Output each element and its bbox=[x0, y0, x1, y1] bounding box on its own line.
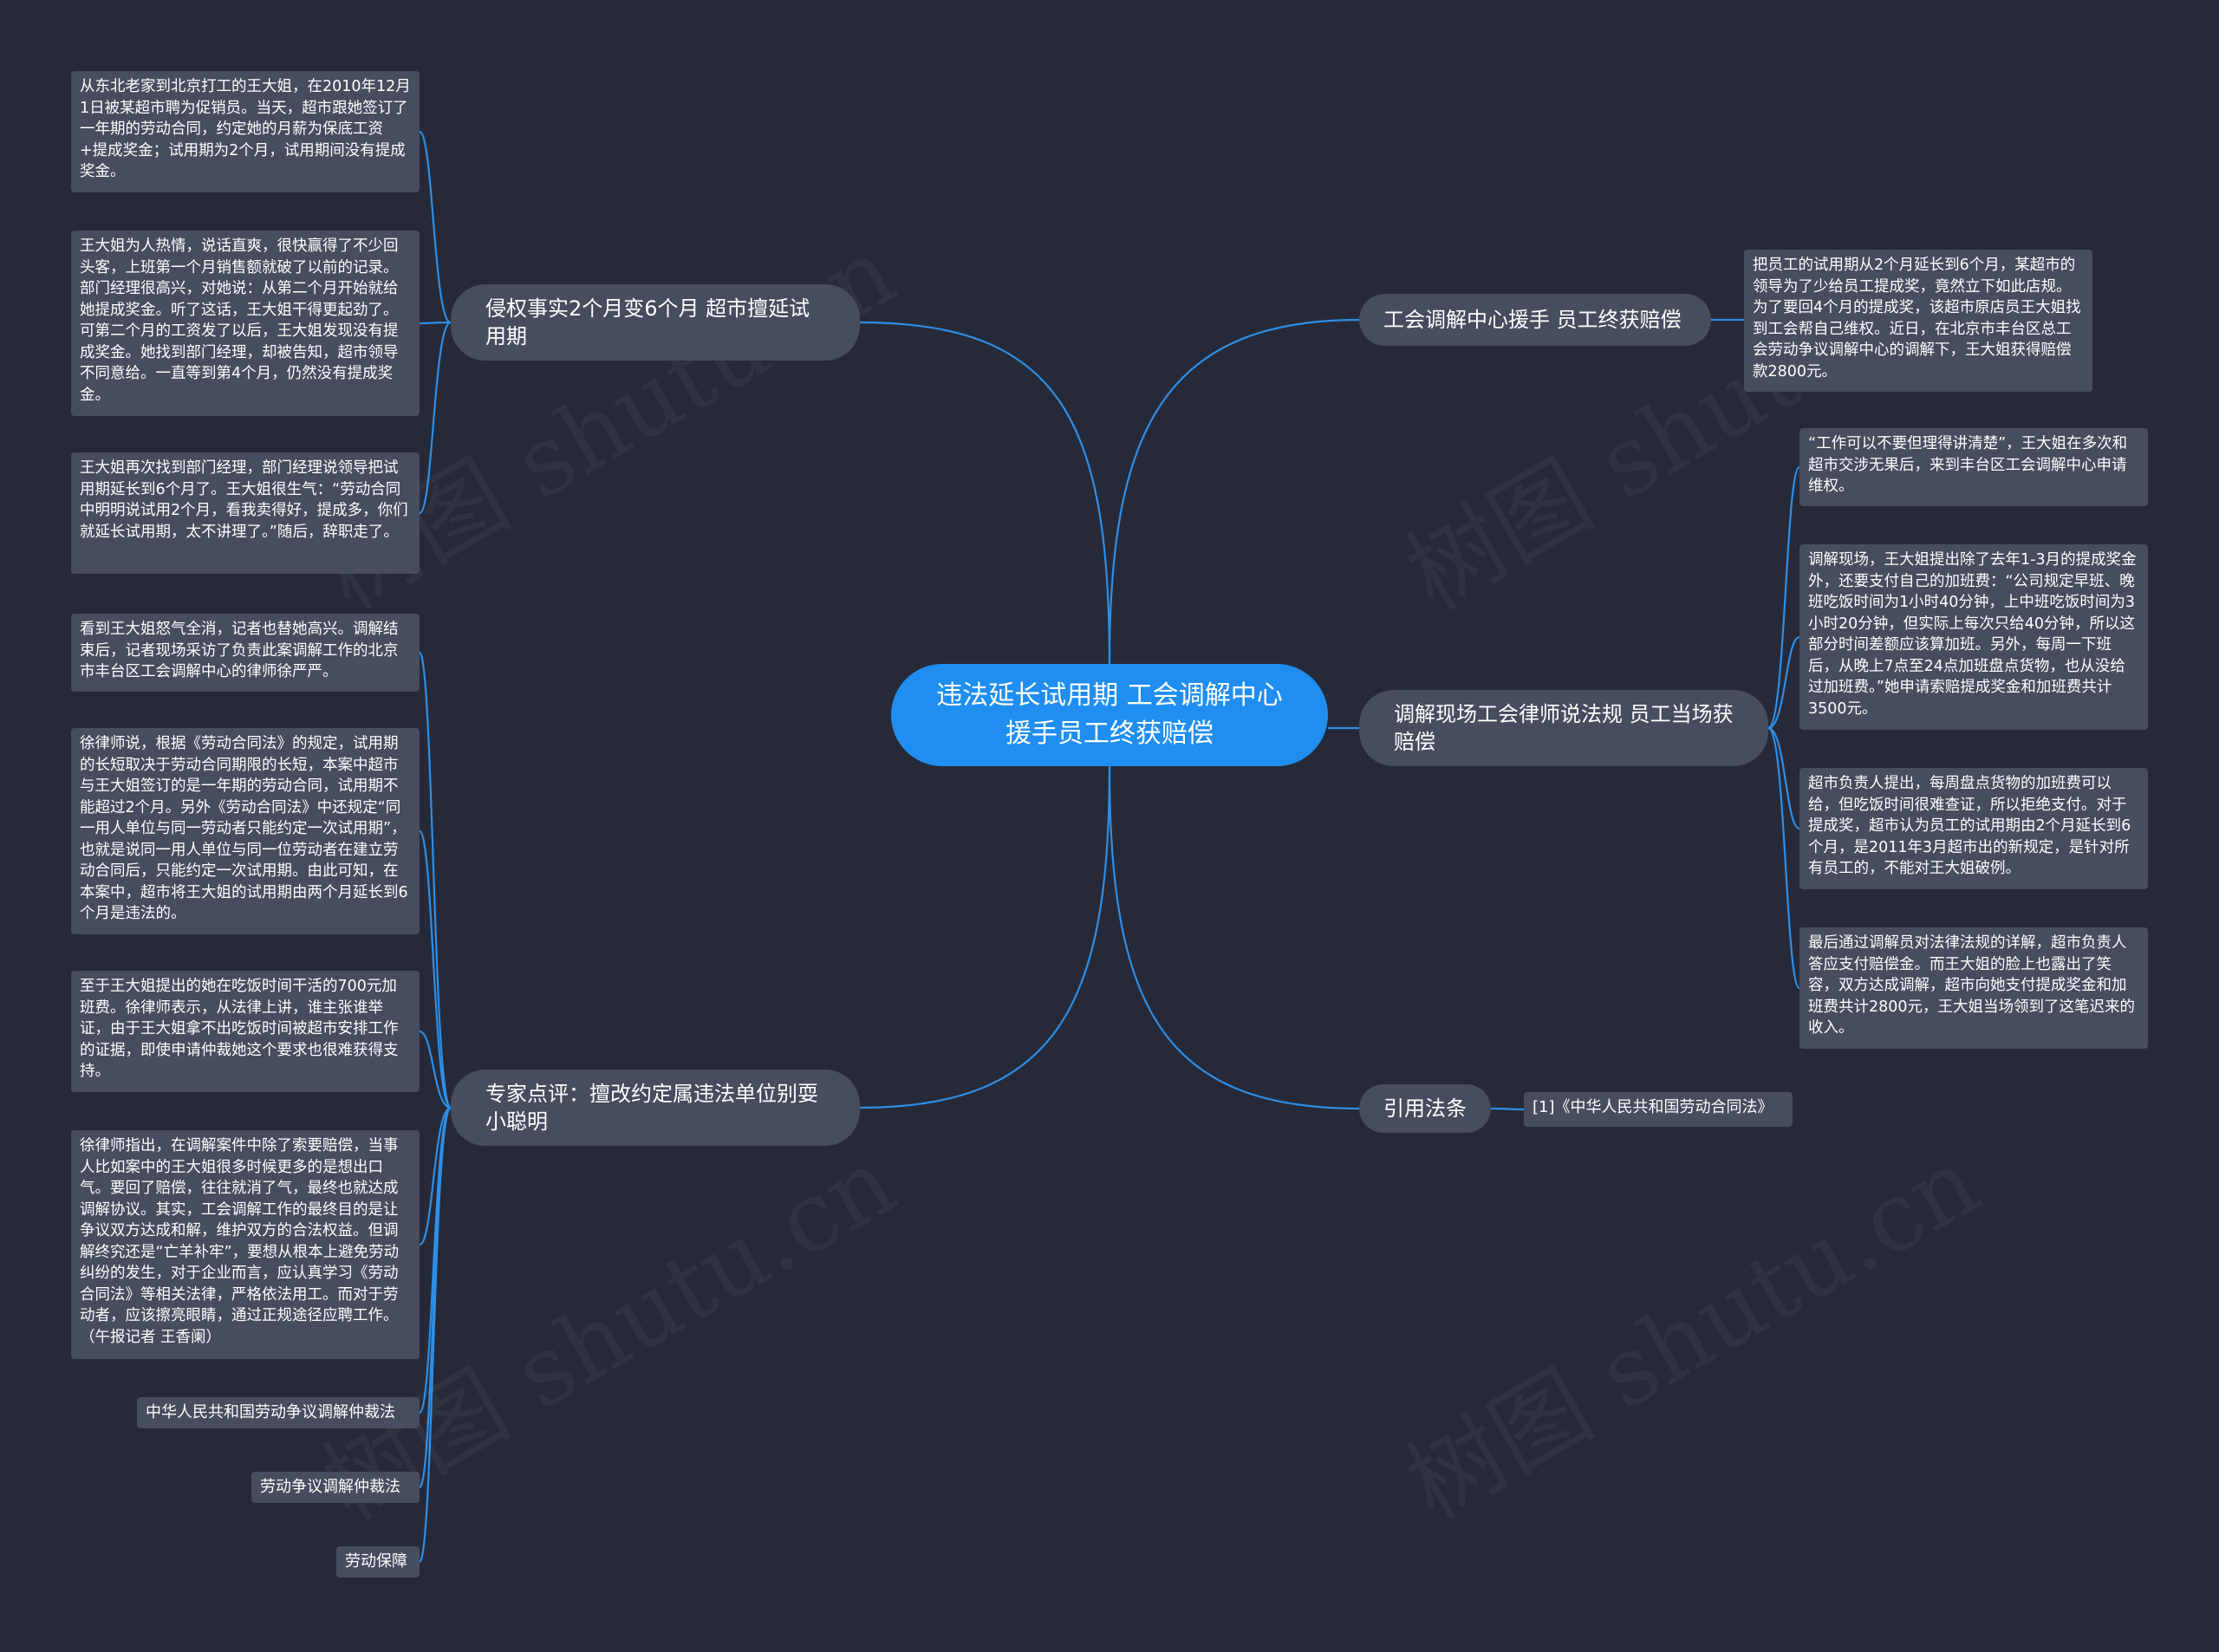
leaf-expert-1: 看到王大姐怒气全消，记者也替她高兴。调解结束后，记者现场采访了负责此案调解工作的… bbox=[71, 614, 420, 692]
link-mediation-3 bbox=[1767, 726, 1800, 830]
branch-law[interactable]: 引用法条 bbox=[1359, 1084, 1491, 1133]
leaf-mediation-2: 调解现场，王大姐提出除了去年1-3月的提成奖金外，还要支付自己的加班费：“公司规… bbox=[1799, 544, 2148, 730]
link-root-facts bbox=[859, 321, 1111, 665]
leaf-mediation-4: 最后通过调解员对法律法规的详解，超市负责人答应支付赔偿金。而王大姐的脸上也露出了… bbox=[1799, 927, 2148, 1049]
link-root-law bbox=[1108, 765, 1360, 1110]
tag-related-law-2[interactable]: 劳动争议调解仲裁法 bbox=[251, 1472, 420, 1503]
link-expert-4 bbox=[419, 1106, 452, 1246]
leaf-facts-3: 王大姐再次找到部门经理，部门经理说领导把试用期延长到6个月了。王大姐很生气：“劳… bbox=[71, 452, 420, 574]
leaf-expert-2: 徐律师说，根据《劳动合同法》的规定，试用期的长短取决于劳动合同期限的长短，本案中… bbox=[71, 728, 420, 934]
link-root-union bbox=[1108, 318, 1360, 665]
link-expert-2 bbox=[418, 829, 452, 1109]
link-expert-3 bbox=[419, 1030, 452, 1109]
leaf-facts-1: 从东北老家到北京打工的王大姐，在2010年12月1日被某超市聘为促销员。当天，超… bbox=[71, 71, 420, 192]
link-mediation-1 bbox=[1767, 465, 1801, 730]
branch-union[interactable]: 工会调解中心援手 员工终获赔偿 bbox=[1359, 294, 1711, 346]
leaf-union-1: 把员工的试用期从2个月延长到6个月，某超市的领导为了少给员工提成奖，竟然立下如此… bbox=[1744, 250, 2092, 392]
link-facts-3 bbox=[418, 321, 452, 515]
tag-related-law-1[interactable]: 中华人民共和国劳动争议调解仲裁法 bbox=[137, 1397, 420, 1428]
link-mediation-4 bbox=[1767, 726, 1801, 990]
link-root-expert bbox=[859, 765, 1111, 1109]
link-facts-1 bbox=[418, 130, 452, 324]
link-mediation-2 bbox=[1767, 635, 1800, 730]
link-expert-7 bbox=[418, 1106, 452, 1564]
link-facts-2 bbox=[419, 321, 452, 325]
branch-expert[interactable]: 专家点评：擅改约定属违法单位别耍小聪明 bbox=[451, 1070, 860, 1146]
link-expert-1 bbox=[418, 651, 452, 1109]
leaf-expert-3: 至于王大姐提出的她在吃饭时间干活的700元加班费。徐律师表示，从法律上讲，谁主张… bbox=[71, 971, 420, 1092]
leaf-expert-4: 徐律师指出，在调解案件中除了索要赔偿，当事人比如案中的王大姐很多时候更多的是想出… bbox=[71, 1130, 420, 1359]
root-topic[interactable]: 违法延长试用期 工会调解中心援手员工终获赔偿 bbox=[891, 664, 1328, 766]
branch-facts[interactable]: 侵权事实2个月变6个月 超市擅延试用期 bbox=[451, 284, 860, 361]
leaf-mediation-3: 超市负责人提出，每周盘点货物的加班费可以给，但吃饭时间很难查证，所以拒绝支付。对… bbox=[1799, 768, 2148, 889]
leaf-law-1[interactable]: [1]《中华人民共和国劳动合同法》 bbox=[1524, 1092, 1793, 1127]
leaf-facts-2: 王大姐为人热情，说话直爽，很快赢得了不少回头客，上班第一个月销售额就破了以前的记… bbox=[71, 231, 420, 416]
tag-labor-protection[interactable]: 劳动保障 bbox=[336, 1546, 420, 1577]
branch-mediation[interactable]: 调解现场工会律师说法规 员工当场获赔偿 bbox=[1359, 690, 1768, 766]
leaf-mediation-1: “工作可以不要但理得讲清楚”，王大姐在多次和超市交涉无果后，来到丰台区工会调解中… bbox=[1799, 428, 2148, 506]
